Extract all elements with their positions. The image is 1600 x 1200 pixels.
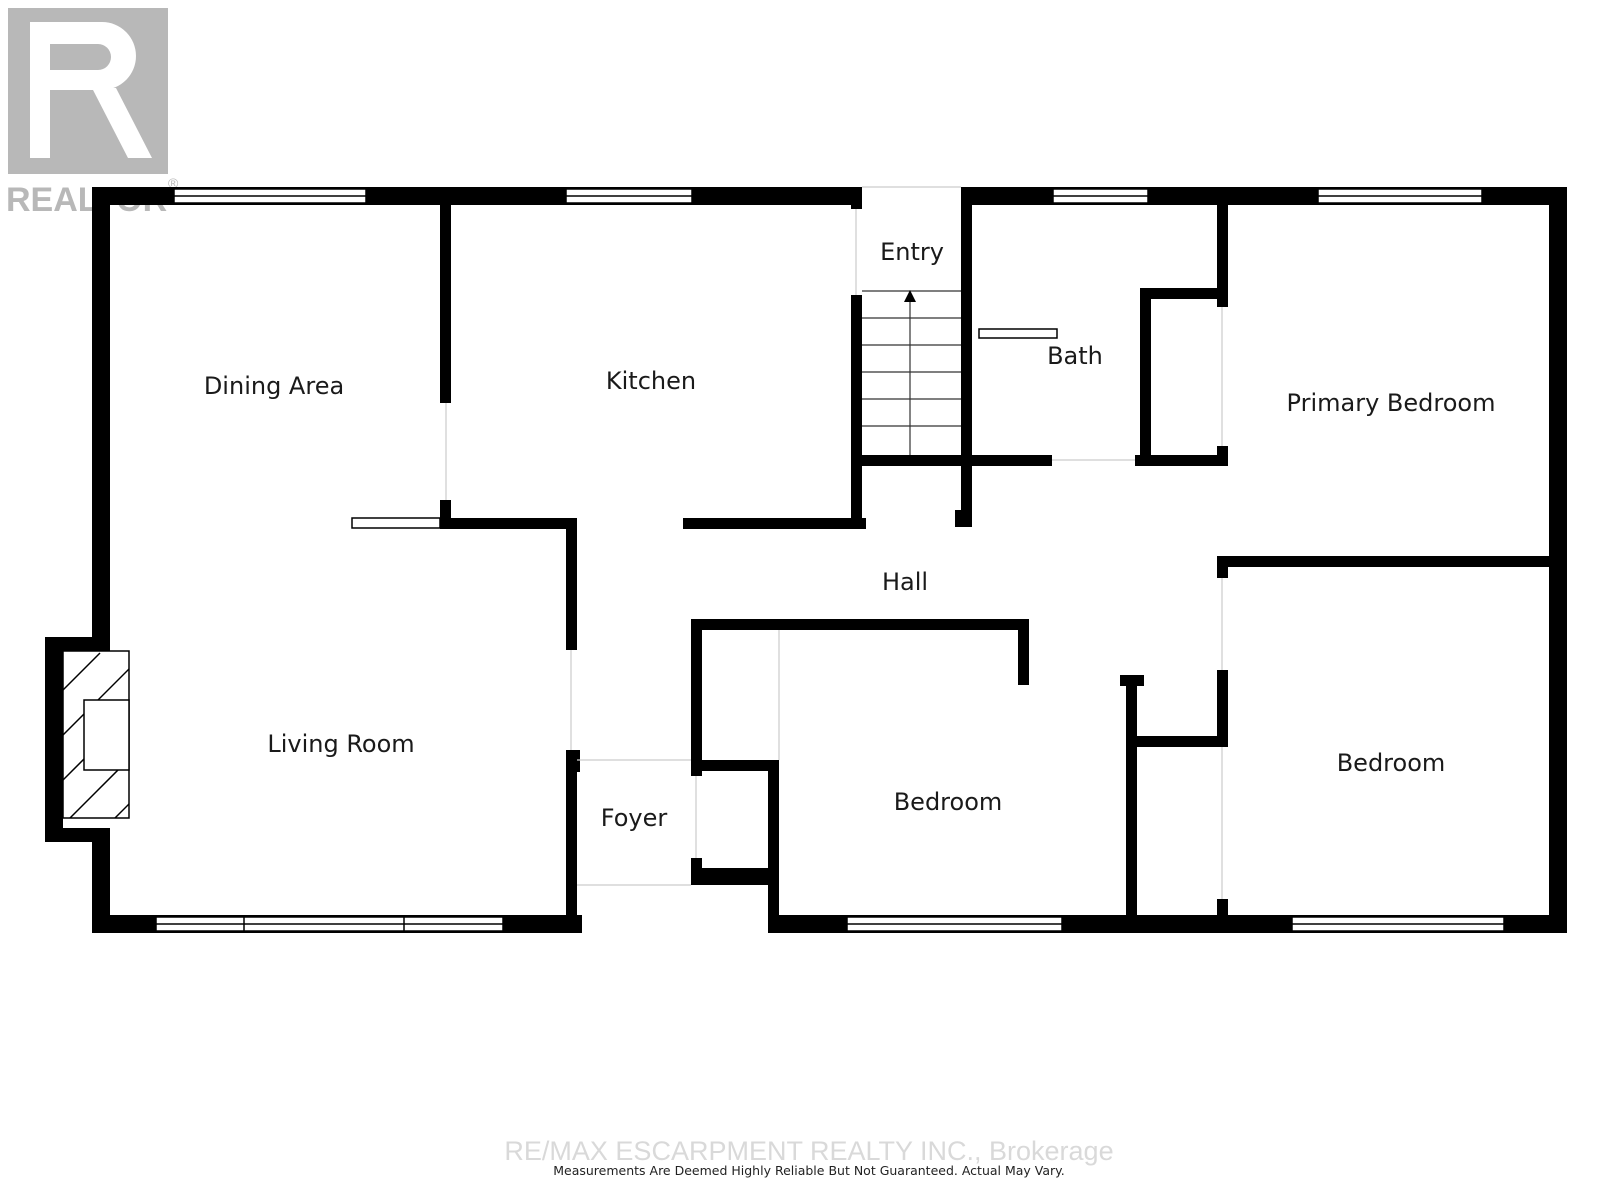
disclaimer-text: Measurements Are Deemed Highly Reliable … bbox=[553, 1163, 1065, 1178]
room-label-bedroom-right: Bedroom bbox=[1337, 749, 1446, 777]
fireplace bbox=[62, 650, 130, 819]
room-label-bath: Bath bbox=[1047, 342, 1103, 370]
room-label-living-room: Living Room bbox=[267, 730, 414, 758]
room-label-primary-bedroom: Primary Bedroom bbox=[1287, 389, 1496, 417]
room-label-entry: Entry bbox=[880, 238, 944, 266]
bath-window bbox=[978, 328, 1058, 339]
stairs bbox=[862, 290, 961, 455]
dining-pass-through bbox=[351, 517, 441, 529]
realtor-logo-mark: ® bbox=[168, 175, 179, 191]
openings bbox=[445, 186, 1223, 899]
walls bbox=[45, 187, 1567, 933]
room-label-foyer: Foyer bbox=[601, 804, 668, 832]
room-label-bedroom-center: Bedroom bbox=[894, 788, 1003, 816]
brokerage-watermark: RE/MAX ESCARPMENT REALTY INC., Brokerage bbox=[504, 1136, 1113, 1166]
realtor-logo: REALTOR ® bbox=[6, 8, 179, 219]
room-label-dining-area: Dining Area bbox=[204, 372, 344, 400]
room-label-kitchen: Kitchen bbox=[606, 367, 696, 395]
room-labels: Dining Area Kitchen Entry Bath Primary B… bbox=[204, 238, 1496, 832]
windows bbox=[155, 188, 1505, 932]
room-label-hall: Hall bbox=[882, 568, 928, 596]
stair-arrow-icon bbox=[904, 290, 916, 302]
